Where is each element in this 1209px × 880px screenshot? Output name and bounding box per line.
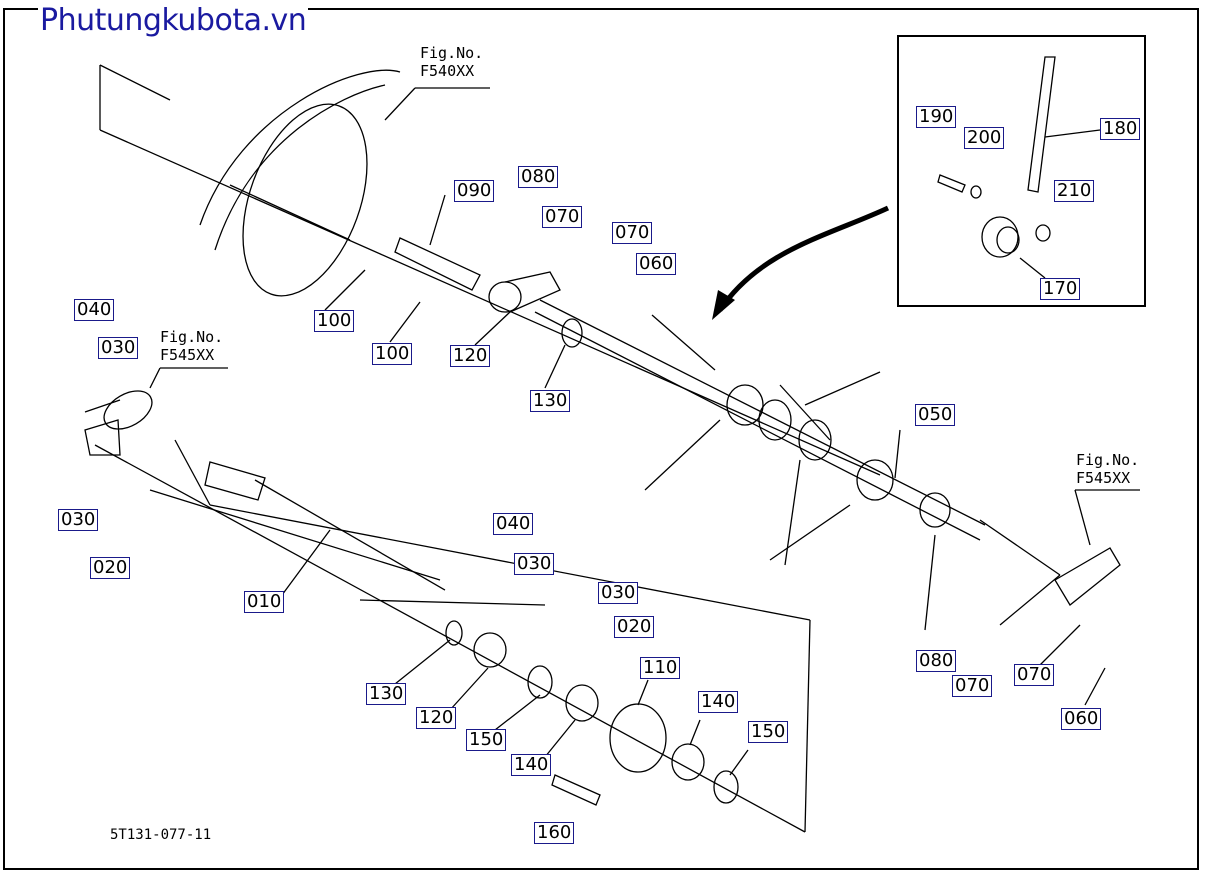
fig-ref-number: F545XX — [160, 346, 215, 364]
callout-100[interactable]: 100 — [314, 310, 355, 332]
callout-170[interactable]: 170 — [1040, 278, 1081, 300]
callout-210[interactable]: 210 — [1054, 180, 1095, 202]
callout-150[interactable]: 150 — [748, 721, 789, 743]
callout-010[interactable]: 010 — [244, 591, 285, 613]
callout-140[interactable]: 140 — [698, 691, 739, 713]
fig-ref-number: F540XX — [420, 62, 475, 80]
fig-ref-label: Fig.No. — [160, 328, 224, 346]
callout-020[interactable]: 020 — [90, 557, 131, 579]
pointer-arrow — [717, 205, 890, 312]
fig-ref-number: F545XX — [1076, 469, 1131, 487]
fig-ref-label: Fig.No. — [420, 44, 484, 62]
callout-070[interactable]: 070 — [1014, 664, 1055, 686]
callout-080[interactable]: 080 — [518, 166, 559, 188]
callout-030[interactable]: 030 — [98, 337, 139, 359]
diagram-frame — [3, 8, 1199, 870]
callout-130[interactable]: 130 — [366, 683, 407, 705]
inset-detail-box — [897, 35, 1146, 307]
callout-060[interactable]: 060 — [636, 253, 677, 275]
callout-180[interactable]: 180 — [1100, 118, 1141, 140]
callout-060[interactable]: 060 — [1061, 708, 1102, 730]
callout-150[interactable]: 150 — [466, 729, 507, 751]
callout-070[interactable]: 070 — [952, 675, 993, 697]
callout-110[interactable]: 110 — [640, 657, 681, 679]
callout-020[interactable]: 020 — [614, 616, 655, 638]
callout-030[interactable]: 030 — [58, 509, 99, 531]
shaft-050 — [539, 299, 986, 526]
callout-040[interactable]: 040 — [493, 513, 534, 535]
fig-ref-label: Fig.No. — [1076, 451, 1140, 469]
callout-070[interactable]: 070 — [542, 206, 583, 228]
callout-160[interactable]: 160 — [534, 822, 575, 844]
shaft-010 — [149, 489, 441, 581]
drawing-strokes — [84, 56, 1140, 833]
disc-outline — [199, 69, 401, 226]
callout-080[interactable]: 080 — [916, 650, 957, 672]
callout-190[interactable]: 190 — [916, 106, 957, 128]
arrowhead — [712, 290, 735, 320]
callout-030[interactable]: 030 — [598, 582, 639, 604]
callout-120[interactable]: 120 — [450, 345, 491, 367]
callout-050[interactable]: 050 — [915, 404, 956, 426]
watermark: Phutungkubota.vn — [38, 3, 309, 38]
drawing-code: 5T131-077-11 — [110, 827, 212, 843]
callout-030[interactable]: 030 — [514, 553, 555, 575]
callout-070[interactable]: 070 — [612, 222, 653, 244]
fig-ref-f545-left: Fig.No. F545XX — [160, 328, 223, 364]
callout-120[interactable]: 120 — [416, 707, 457, 729]
callout-200[interactable]: 200 — [964, 127, 1005, 149]
inset-rod-180 — [1027, 56, 1056, 193]
callout-130[interactable]: 130 — [530, 390, 571, 412]
callout-090[interactable]: 090 — [454, 180, 495, 202]
fig-ref-f540: Fig.No. F540XX — [420, 44, 483, 80]
fig-ref-f545-right: Fig.No. F545XX — [1076, 451, 1139, 487]
callout-140[interactable]: 140 — [511, 754, 552, 776]
shaft-090 — [394, 237, 481, 291]
callout-100[interactable]: 100 — [372, 343, 413, 365]
callout-040[interactable]: 040 — [74, 299, 115, 321]
